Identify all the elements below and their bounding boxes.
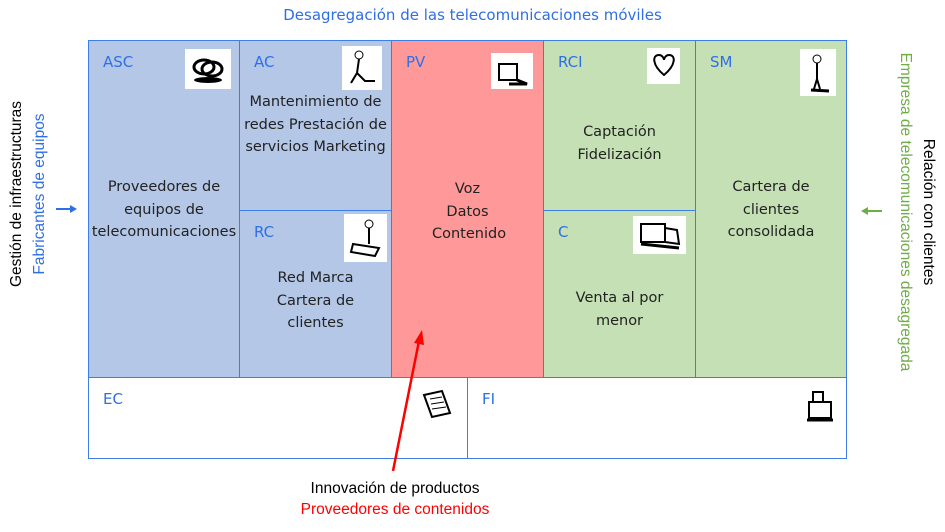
left-arrow-icon (56, 205, 77, 213)
block-code: AC (254, 53, 275, 71)
diagram-title: Desagregación de las telecomunicaciones … (283, 6, 662, 24)
block-rci: RCI Captación Fidelización (543, 40, 696, 211)
block-text: Proveedores de equipos de telecomunicaci… (91, 179, 237, 240)
red-arrow-icon (391, 330, 424, 472)
block-text: Cartera de clientes consolidada (727, 179, 815, 240)
block-text: Captación Fidelización (577, 124, 662, 163)
right-arrow-icon (861, 207, 882, 215)
left-label-primary: Gestión de infraestructuras (8, 100, 25, 288)
block-code: RCI (558, 53, 583, 71)
block-code: PV (406, 53, 426, 71)
block-code: ASC (103, 53, 134, 71)
worker-icon (342, 46, 382, 90)
block-code: EC (103, 390, 123, 408)
block-ac: AC Mantenimiento de redes Prestación de … (239, 40, 392, 211)
standing-person-icon (800, 49, 836, 96)
block-text: Mantenimiento de redes Prestación de ser… (244, 94, 387, 155)
heart-icon (647, 48, 680, 84)
block-pv: PV Voz Datos Contenido (391, 40, 544, 378)
person-with-box-icon (344, 214, 387, 262)
right-label-secondary: Empresa de telecomunicaciones desagregad… (897, 52, 914, 372)
bottom-label-primary: Innovación de productos (310, 480, 480, 497)
cash-register-icon (800, 386, 840, 426)
block-sm: SM Cartera de clientes consolidada (695, 40, 847, 378)
block-c: C Venta al por menor (543, 210, 696, 378)
truck-icon (633, 216, 686, 254)
block-text: Venta al por menor (575, 290, 664, 329)
block-code: SM (710, 53, 733, 71)
block-fi: FI (467, 377, 847, 459)
block-rc: RC Red Marca Cartera de clientes (239, 210, 392, 378)
block-code: FI (482, 390, 496, 408)
block-text: Voz Datos Contenido (432, 181, 507, 242)
right-label-primary: Relación con clientes (920, 138, 937, 286)
chain-link-icon (185, 49, 231, 89)
block-code: C (558, 223, 569, 241)
block-text: Red Marca Cartera de clientes (276, 270, 355, 331)
gift-box-icon (491, 53, 533, 89)
block-code: RC (254, 223, 275, 241)
left-label-secondary: Fabricantes de equipos (31, 113, 48, 275)
bottom-label-secondary: Proveedores de contenidos (300, 501, 490, 518)
block-asc: ASC Proveedores de equipos de telecomuni… (88, 40, 240, 378)
document-icon (417, 386, 457, 422)
